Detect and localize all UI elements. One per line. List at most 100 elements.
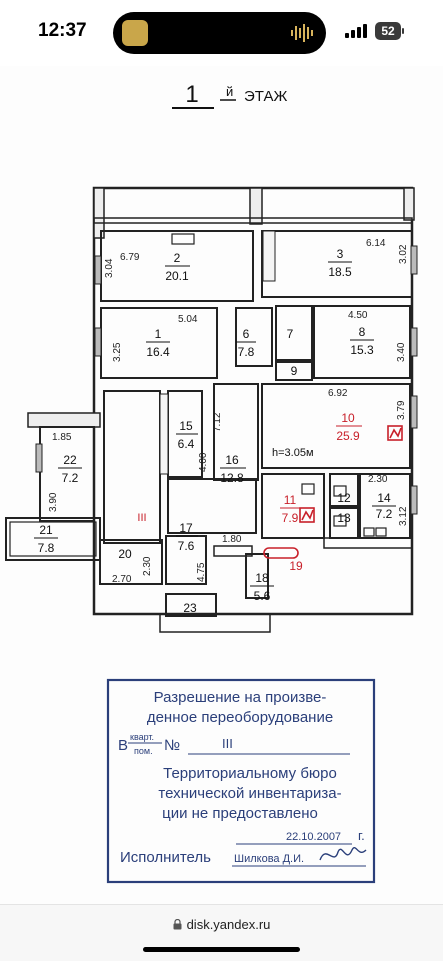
- room-11-area: 7.9: [282, 511, 299, 525]
- room-numbers: 2 3 1 6 7 8 9 15 16 17 18 20 21 22 23 14…: [39, 247, 391, 615]
- dim-6-79: 6.79: [120, 252, 140, 263]
- walls: [5, 186, 418, 633]
- room-17-number: 17: [179, 521, 193, 535]
- room-12-number: 12: [337, 491, 351, 505]
- dim-3-02: 3.02: [398, 244, 409, 264]
- stamp-year-suffix: г.: [358, 828, 365, 843]
- room-6-number: 6: [243, 327, 250, 341]
- stamp-executor-name: Шилкова Д.И.: [234, 853, 304, 865]
- now-playing-app-icon[interactable]: [122, 20, 148, 46]
- status-bar: 12:37 52: [0, 0, 443, 66]
- dim-3-90: 3.90: [48, 492, 59, 512]
- stamp-b-label: В: [118, 737, 128, 754]
- dim-5-04: 5.04: [178, 314, 198, 325]
- dim-4-50: 4.50: [348, 310, 368, 321]
- stamp-executor-label: Исполнитель: [120, 849, 211, 866]
- dim-3-12: 3.12: [398, 506, 409, 526]
- room-7-number: 7: [287, 327, 294, 341]
- dim-2-30-left: 2.30: [142, 556, 153, 576]
- room-1-number: 1: [155, 327, 162, 341]
- room-19-number: 19: [289, 559, 303, 573]
- dim-6-92: 6.92: [328, 388, 348, 399]
- document-viewer[interactable]: 1 й ЭТАЖ: [0, 66, 443, 904]
- battery-tip: [402, 28, 404, 34]
- room-areas-red: 25.9 7.9: [282, 429, 360, 525]
- room-2-number: 2: [174, 251, 181, 265]
- floor-suffix: й: [226, 84, 233, 99]
- room-22-number: 22: [63, 453, 77, 467]
- room-areas: 20.1 18.5 16.4 7.8 15.3 6.4 12.8 7.6 5.6…: [38, 265, 393, 603]
- home-indicator[interactable]: [143, 947, 300, 952]
- room-2-area: 20.1: [165, 269, 189, 283]
- room-8-number: 8: [359, 325, 366, 339]
- browser-bottom-bar: disk.yandex.ru: [0, 904, 443, 961]
- room-21-area: 7.8: [38, 541, 55, 555]
- dynamic-island[interactable]: [113, 12, 326, 54]
- room-14-area: 7.2: [376, 507, 393, 521]
- dim-1-80: 1.80: [222, 534, 242, 545]
- room-10-number: 10: [341, 411, 355, 425]
- status-time: 12:37: [38, 20, 87, 41]
- ceiling-height: h=3.05м: [272, 447, 314, 459]
- area-underlines: [34, 261, 396, 587]
- dim-3-79: 3.79: [396, 400, 407, 420]
- signature: [319, 847, 367, 861]
- dim-1-85: 1.85: [52, 432, 72, 443]
- room-13-number: 13: [337, 511, 351, 525]
- stamp-line-6: ции не предоставлено: [162, 805, 318, 822]
- dim-4-00: 4.00: [198, 452, 209, 472]
- fixtures: [171, 233, 387, 537]
- room-8-area: 15.3: [350, 343, 374, 357]
- area-underlines-red: [280, 425, 362, 509]
- url-text: disk.yandex.ru: [186, 917, 271, 932]
- room-11-number: 11: [284, 493, 297, 507]
- stamp-pom-label: пом.: [134, 746, 153, 756]
- room-1-area: 16.4: [146, 345, 170, 359]
- floor-label: ЭТАЖ: [244, 88, 287, 105]
- dim-4-75: 4.75: [196, 562, 207, 582]
- room-3-area: 18.5: [328, 265, 352, 279]
- room-6-area: 7.8: [238, 345, 255, 359]
- unit-mark: III: [137, 512, 146, 524]
- room-16-number: 16: [225, 453, 239, 467]
- dim-7-12: 7.12: [212, 412, 223, 432]
- room-9-number: 9: [291, 364, 298, 378]
- stamp-kvart-label: кварт.: [130, 732, 154, 742]
- stamp-date: 22.10.2007: [286, 831, 341, 843]
- stamp-no-label: №: [164, 737, 180, 754]
- stamp-number: III: [222, 736, 233, 751]
- audio-wave-icon: [291, 24, 313, 42]
- lock-icon: [173, 919, 182, 930]
- dim-6-14: 6.14: [366, 238, 386, 249]
- room-14-number: 14: [377, 491, 391, 505]
- room-20-number: 20: [118, 547, 132, 561]
- room-numbers-red: 10 11 19 III: [137, 411, 355, 573]
- red-marks: [263, 425, 403, 559]
- stamp-line-2: денное переоборудование: [147, 709, 333, 726]
- room-23-number: 23: [183, 601, 197, 615]
- room-18-number: 18: [255, 571, 269, 585]
- dim-2-30-right: 2.30: [368, 474, 388, 485]
- battery-icon: 52: [375, 22, 401, 40]
- room-15-area: 6.4: [178, 437, 195, 451]
- room-21-number: 21: [39, 523, 53, 537]
- stamp-line-5: технической инвентариза-: [158, 785, 341, 802]
- floor-plan: 1 й ЭТАЖ: [5, 81, 418, 884]
- room-10-area: 25.9: [336, 429, 360, 443]
- dim-3-04: 3.04: [104, 258, 115, 278]
- room-15-number: 15: [179, 419, 193, 433]
- address-bar[interactable]: disk.yandex.ru: [0, 917, 443, 932]
- dim-3-40: 3.40: [396, 342, 407, 362]
- room-3-number: 3: [337, 247, 344, 261]
- dim-3-25: 3.25: [112, 342, 123, 362]
- approval-stamp: Разрешение на произве- денное переоборуд…: [106, 678, 376, 884]
- stamp-line-4: Территориальному бюро: [163, 765, 337, 782]
- room-22-area: 7.2: [62, 471, 79, 485]
- floor-number: 1: [185, 81, 198, 108]
- room-18-area: 5.6: [254, 589, 271, 603]
- room-16-area: 12.8: [220, 471, 244, 485]
- dimensions: 6.79 3.04 6.14 3.02 5.04 3.25 4.50 3.40 …: [48, 238, 409, 585]
- stamp-line-1: Разрешение на произве-: [154, 689, 327, 706]
- dim-2-70: 2.70: [112, 574, 132, 585]
- room-17-area: 7.6: [178, 539, 195, 553]
